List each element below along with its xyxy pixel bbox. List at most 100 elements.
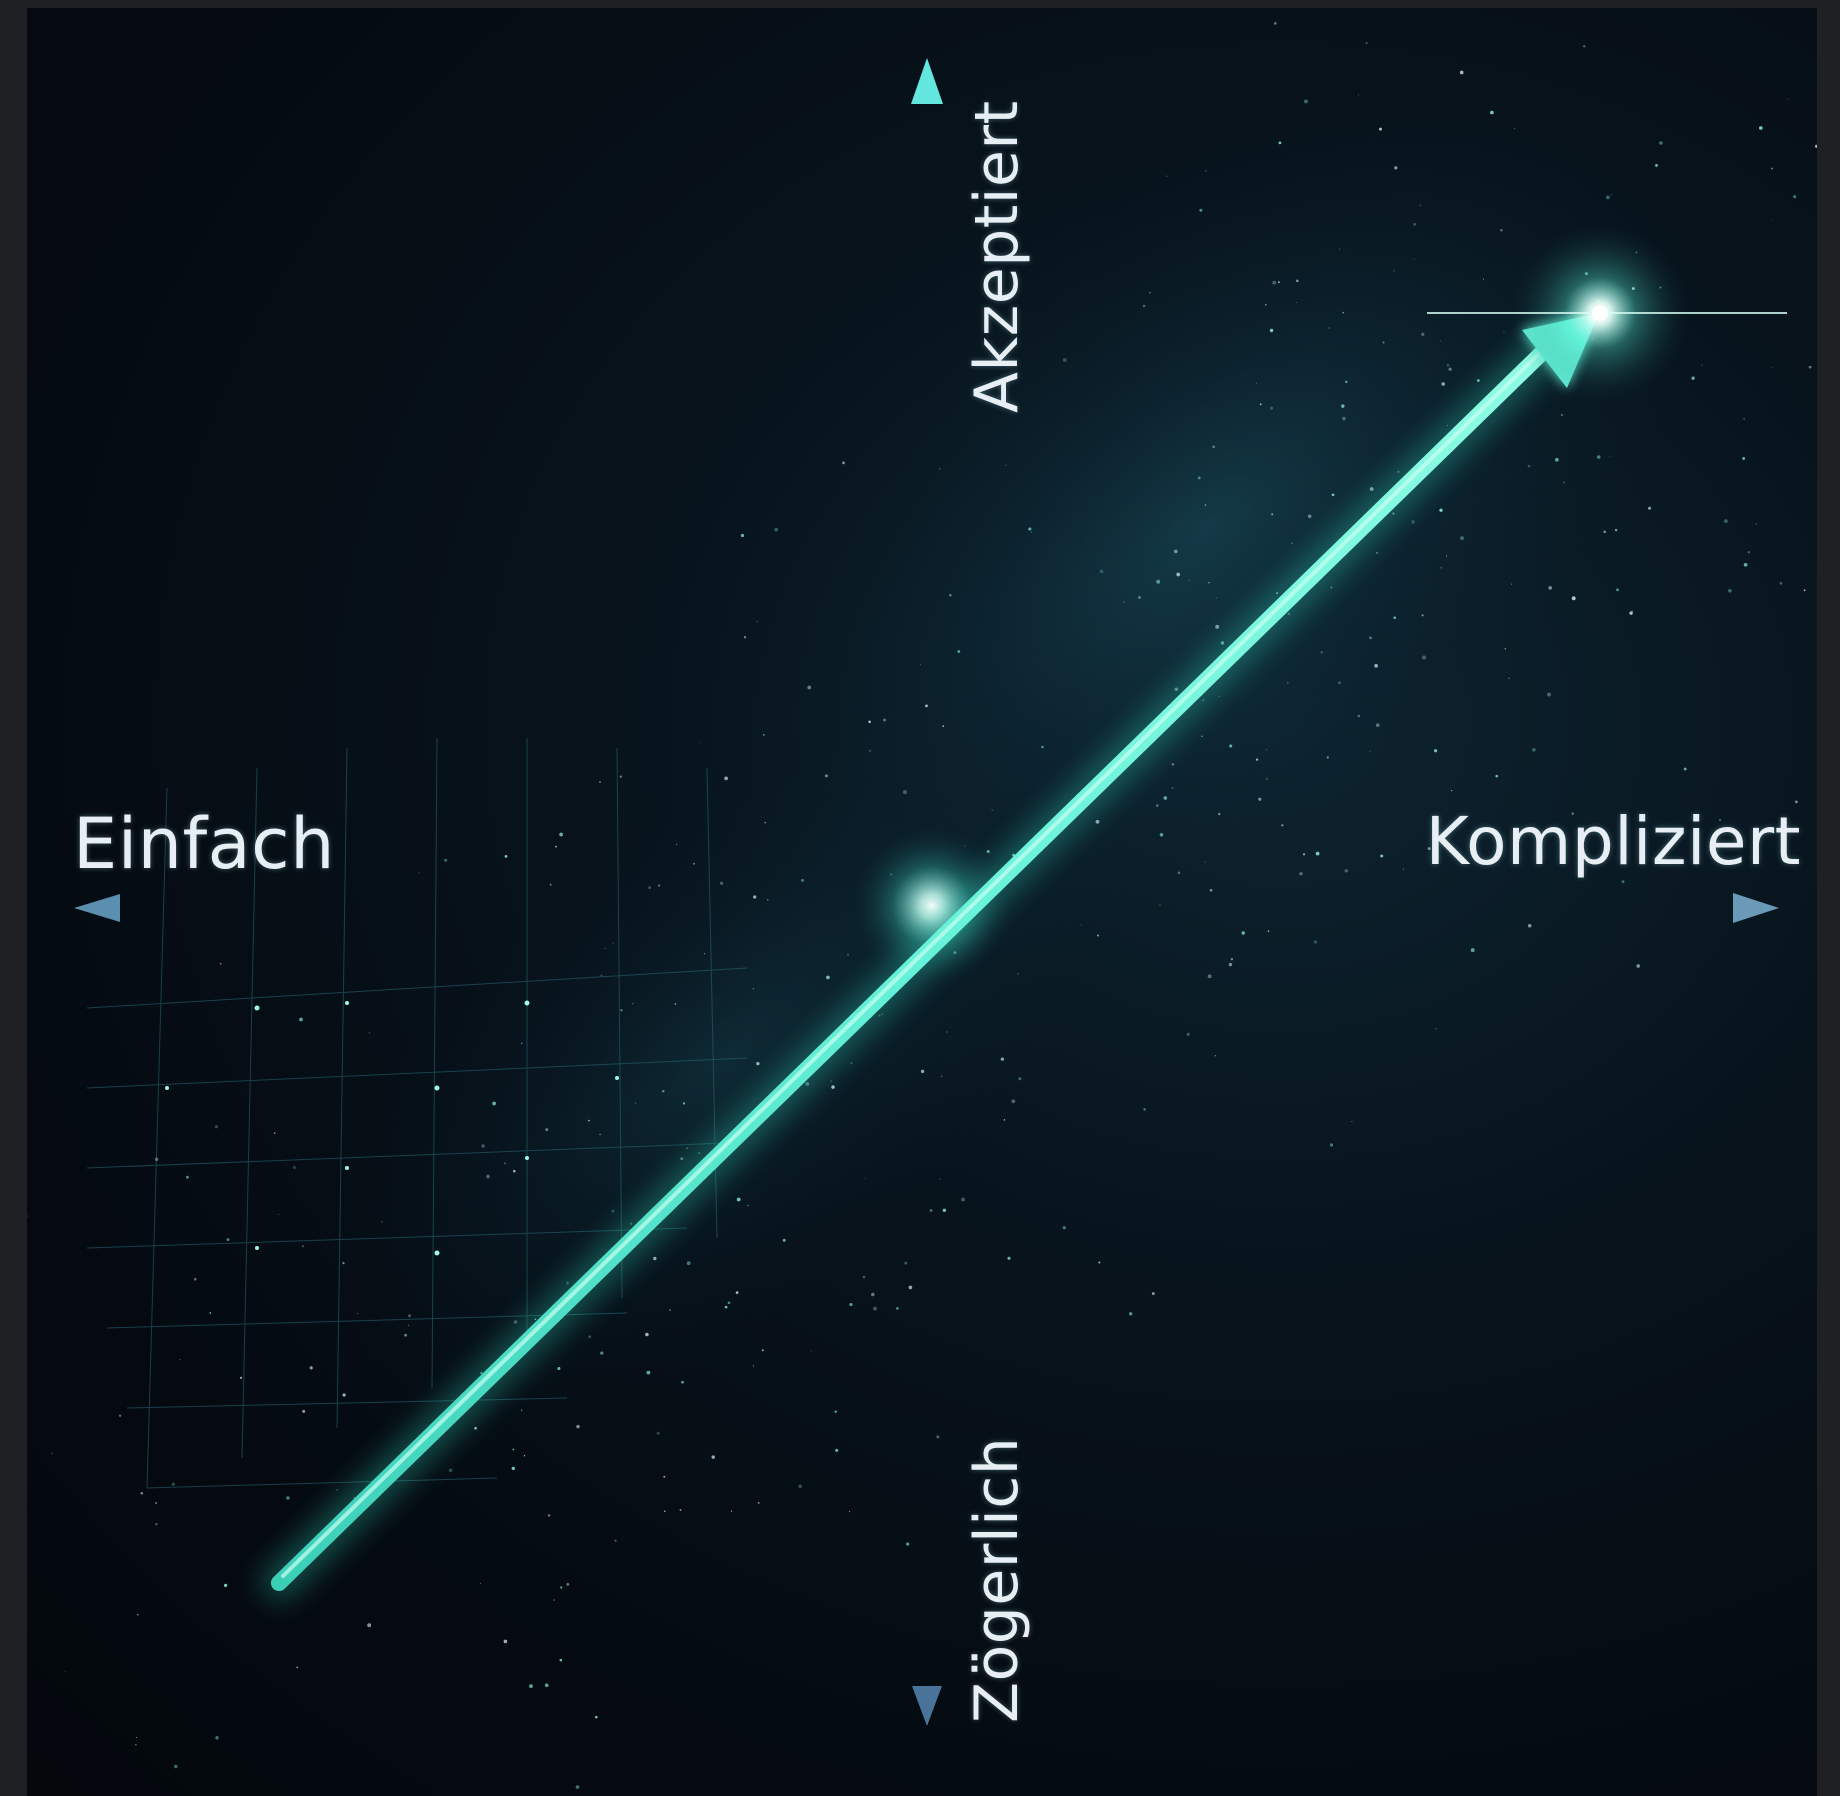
star-dot [657,884,661,887]
star-dot [1159,833,1164,837]
star-dot [1269,328,1274,333]
star-dot [681,1380,684,1384]
star-dot [513,1320,518,1324]
star-dot [407,1324,410,1327]
star-dot [547,1514,551,1517]
star-dot [193,1277,197,1281]
diagram-canvas: Einfach Kompliziert Akzeptiert Zögerlich [27,8,1817,1796]
star-dot [1691,376,1695,380]
star-dot [756,620,758,622]
star-dot [920,664,922,666]
star-dot [991,809,993,811]
star-dot [864,1178,866,1180]
star-dot [1171,787,1174,789]
star-dot [1413,258,1415,260]
star-dot [309,1366,313,1370]
star-dot [1433,749,1438,753]
star-dot [1770,220,1772,222]
star-dot [1326,756,1329,759]
star-dot [1080,924,1082,926]
star-dot [774,527,778,532]
star-dot [336,1489,338,1491]
star-dot [557,1366,561,1371]
star-dot [1205,169,1208,172]
star-dot [1655,164,1658,167]
star-dot [679,1509,682,1511]
star-dot [646,1370,651,1375]
star-dot [559,832,563,837]
star-dot [1803,589,1806,592]
star-dot [549,883,552,886]
star-dot [1041,745,1044,749]
axis-label-right: Kompliziert [1425,803,1801,880]
star-dot [1527,924,1532,928]
star-dot [1508,677,1510,679]
center-glow [852,826,1012,986]
star-dot [1166,175,1168,177]
star-dot [118,1414,122,1417]
star-dot [1218,696,1220,697]
star-dot [481,1144,485,1148]
star-dot [871,1292,875,1297]
star-dot [756,1061,760,1066]
star-dot [735,1291,739,1294]
star-dot [940,1075,943,1077]
star-dot [226,1238,230,1242]
star-dot [521,1042,523,1045]
star-dot [1560,413,1563,417]
star-dot [1272,280,1277,285]
star-dot [404,1333,407,1337]
arrow-up-icon [911,58,943,104]
star-dot [868,720,871,724]
star-dot [724,776,728,781]
star-dot [1062,1226,1066,1230]
star-dot [896,1307,899,1310]
star-dot [418,872,420,874]
star-dot [961,1197,965,1202]
star-dot [619,775,622,778]
star-dot [559,1658,563,1662]
star-dot [664,1510,666,1512]
star-dot [1382,341,1385,344]
star-dot [648,886,652,890]
star-dot [588,1335,592,1339]
star-dot [299,1017,303,1022]
star-dot [136,1737,137,1738]
star-dot [1490,110,1494,115]
star-dot [1342,416,1346,421]
star-dot [1742,457,1746,460]
star-dot [342,1262,345,1265]
star-dot [653,1256,657,1261]
star-dot [588,1119,590,1122]
star-dot [1445,555,1448,557]
star-dot [1003,1119,1006,1121]
star-dot [179,1358,181,1361]
star-dot [800,878,805,882]
star-dot [1099,569,1104,574]
star-dot [155,1502,157,1504]
star-dot [1286,682,1289,684]
star-dot [1017,973,1019,975]
star-dot [1779,581,1783,585]
star-dot [1218,812,1221,816]
star-dot [1176,572,1181,577]
star-dot [1156,804,1159,807]
star-dot [1264,303,1267,306]
star-dot [782,1238,786,1242]
star-dot [1259,403,1262,406]
axis-label-left: Einfach [73,803,335,885]
star-dot [492,1101,496,1106]
star-dot [1186,1032,1190,1036]
star-dot [767,899,769,901]
star-dot [1629,611,1633,615]
star-dot [555,845,557,848]
star-dot [1214,1054,1217,1057]
star-dot [544,1683,549,1688]
star-burst-icon [1427,223,1787,403]
star-dot [730,1510,733,1512]
star-dot [1759,126,1763,130]
star-dot [1338,248,1340,250]
star-dot [936,1435,940,1439]
star-dot [1421,332,1425,336]
star-dot [939,468,941,470]
